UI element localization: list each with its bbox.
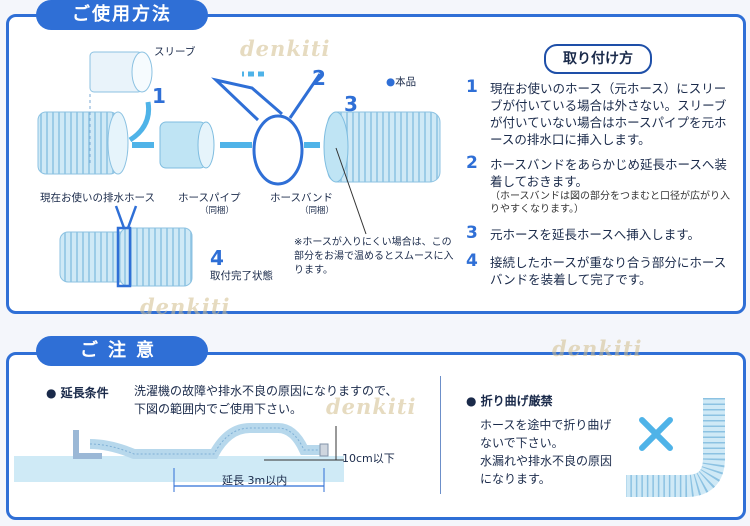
step-text: 現在お使いのホース（元ホース）にスリーブが付いている場合は外さない。スリーブが付…	[490, 81, 727, 147]
bullet-icon: ●	[46, 386, 61, 400]
howto-step-1: 1 現在お使いのホース（元ホース）にスリーブが付いている場合は外さない。スリーブ…	[466, 77, 736, 148]
extension-condition-title-text: 延長条件	[60, 386, 109, 400]
step-text: ホースバンドをあらかじめ延長ホースへ装着しておきます。	[490, 157, 727, 189]
installation-diagram	[37, 51, 441, 288]
no-bending-text-3: 水漏れや排水不良の原因	[480, 454, 613, 468]
watermark: denkiti	[326, 394, 417, 419]
length-limit-label: 延長 3m以内	[222, 474, 288, 487]
complete-label: 取付完了状態	[210, 270, 273, 282]
extension-condition-title: ● 延長条件	[46, 384, 109, 401]
diagram-step-2: 2	[312, 66, 326, 90]
sleeve-label: スリーブ	[154, 46, 196, 58]
bullet-icon: ●	[466, 394, 481, 408]
extension-text-1: 洗濯機の故障や排水不良の原因になりますので、	[134, 384, 398, 398]
diagram-step-3: 3	[344, 92, 358, 116]
no-bending-text-4: になります。	[480, 472, 551, 486]
hose-pipe-label: ホースパイプ	[178, 192, 241, 204]
caution-section-title: ご注意	[36, 336, 208, 366]
usage-section-title: ご使用方法	[36, 0, 208, 30]
howto-step-4: 4 接続したホースが重なり合う部分にホースバンドを装着して完了です。	[466, 251, 736, 288]
hose-band-sub-label: （同梱）	[300, 206, 335, 216]
product-label-text: 本品	[395, 76, 417, 88]
current-hose-label: 現在お使いの排水ホース	[40, 192, 155, 204]
caution-panel	[6, 352, 746, 520]
bent-hose-graphic	[626, 398, 725, 497]
no-bending-title-text: 折り曲げ厳禁	[480, 394, 553, 408]
step-number: 2	[466, 153, 478, 173]
caution-divider	[440, 376, 441, 494]
howto-step-2: 2 ホースバンドをあらかじめ延長ホースへ装着しておきます。 （ホースバンドは図の…	[466, 153, 736, 216]
diagram-step-4: 4	[210, 246, 224, 270]
tip-leader-line	[335, 147, 367, 235]
step-text: 接続したホースが重なり合う部分にホースバンドを装着して完了です。	[490, 255, 727, 287]
step-number: 1	[466, 77, 478, 97]
watermark: denkiti	[240, 36, 331, 61]
arrow-1-icon	[128, 101, 152, 143]
cross-icon	[639, 417, 673, 451]
no-bending-title: ● 折り曲げ厳禁	[466, 392, 553, 409]
sleeve-graphic	[89, 51, 153, 164]
howto-title: 取り付け方	[544, 44, 652, 74]
extension-text-2: 下図の範囲内でご使用下さい。	[134, 402, 303, 416]
product-hose-graphic	[323, 111, 441, 183]
hose-band-label: ホースバンド	[270, 192, 333, 204]
height-limit-label: 10cm以下	[342, 452, 395, 465]
watermark: denkiti	[552, 336, 643, 361]
tip-text: ※ホースが入りにくい場合は、この部分をお湯で温めるとスムースに入ります。	[294, 237, 454, 276]
step-note: （ホースバンドは図の部分をつまむと口径が広がり入りやすくなります。）	[490, 191, 730, 215]
completed-hose-graphic	[59, 205, 193, 288]
hose-pipe-sub-label: （同梱）	[200, 206, 235, 216]
hose-band-graphic	[211, 73, 322, 186]
current-hose-graphic	[37, 111, 129, 175]
step-number: 4	[466, 251, 478, 271]
extension-diagram	[14, 423, 344, 492]
diagram-step-1: 1	[152, 84, 166, 108]
no-bending-text-2: ないで下さい。	[480, 436, 564, 450]
product-label: ●本品	[386, 74, 416, 89]
howto-step-3: 3 元ホースを延長ホースへ挿入します。	[466, 223, 736, 243]
product-bullet-icon: ●	[386, 76, 396, 88]
step-text: 元ホースを延長ホースへ挿入します。	[490, 227, 701, 242]
no-bending-text-1: ホースを途中で折り曲げ	[480, 418, 612, 432]
step-number: 3	[466, 223, 478, 243]
watermark: denkiti	[140, 294, 231, 319]
hose-pipe-graphic	[159, 121, 215, 169]
